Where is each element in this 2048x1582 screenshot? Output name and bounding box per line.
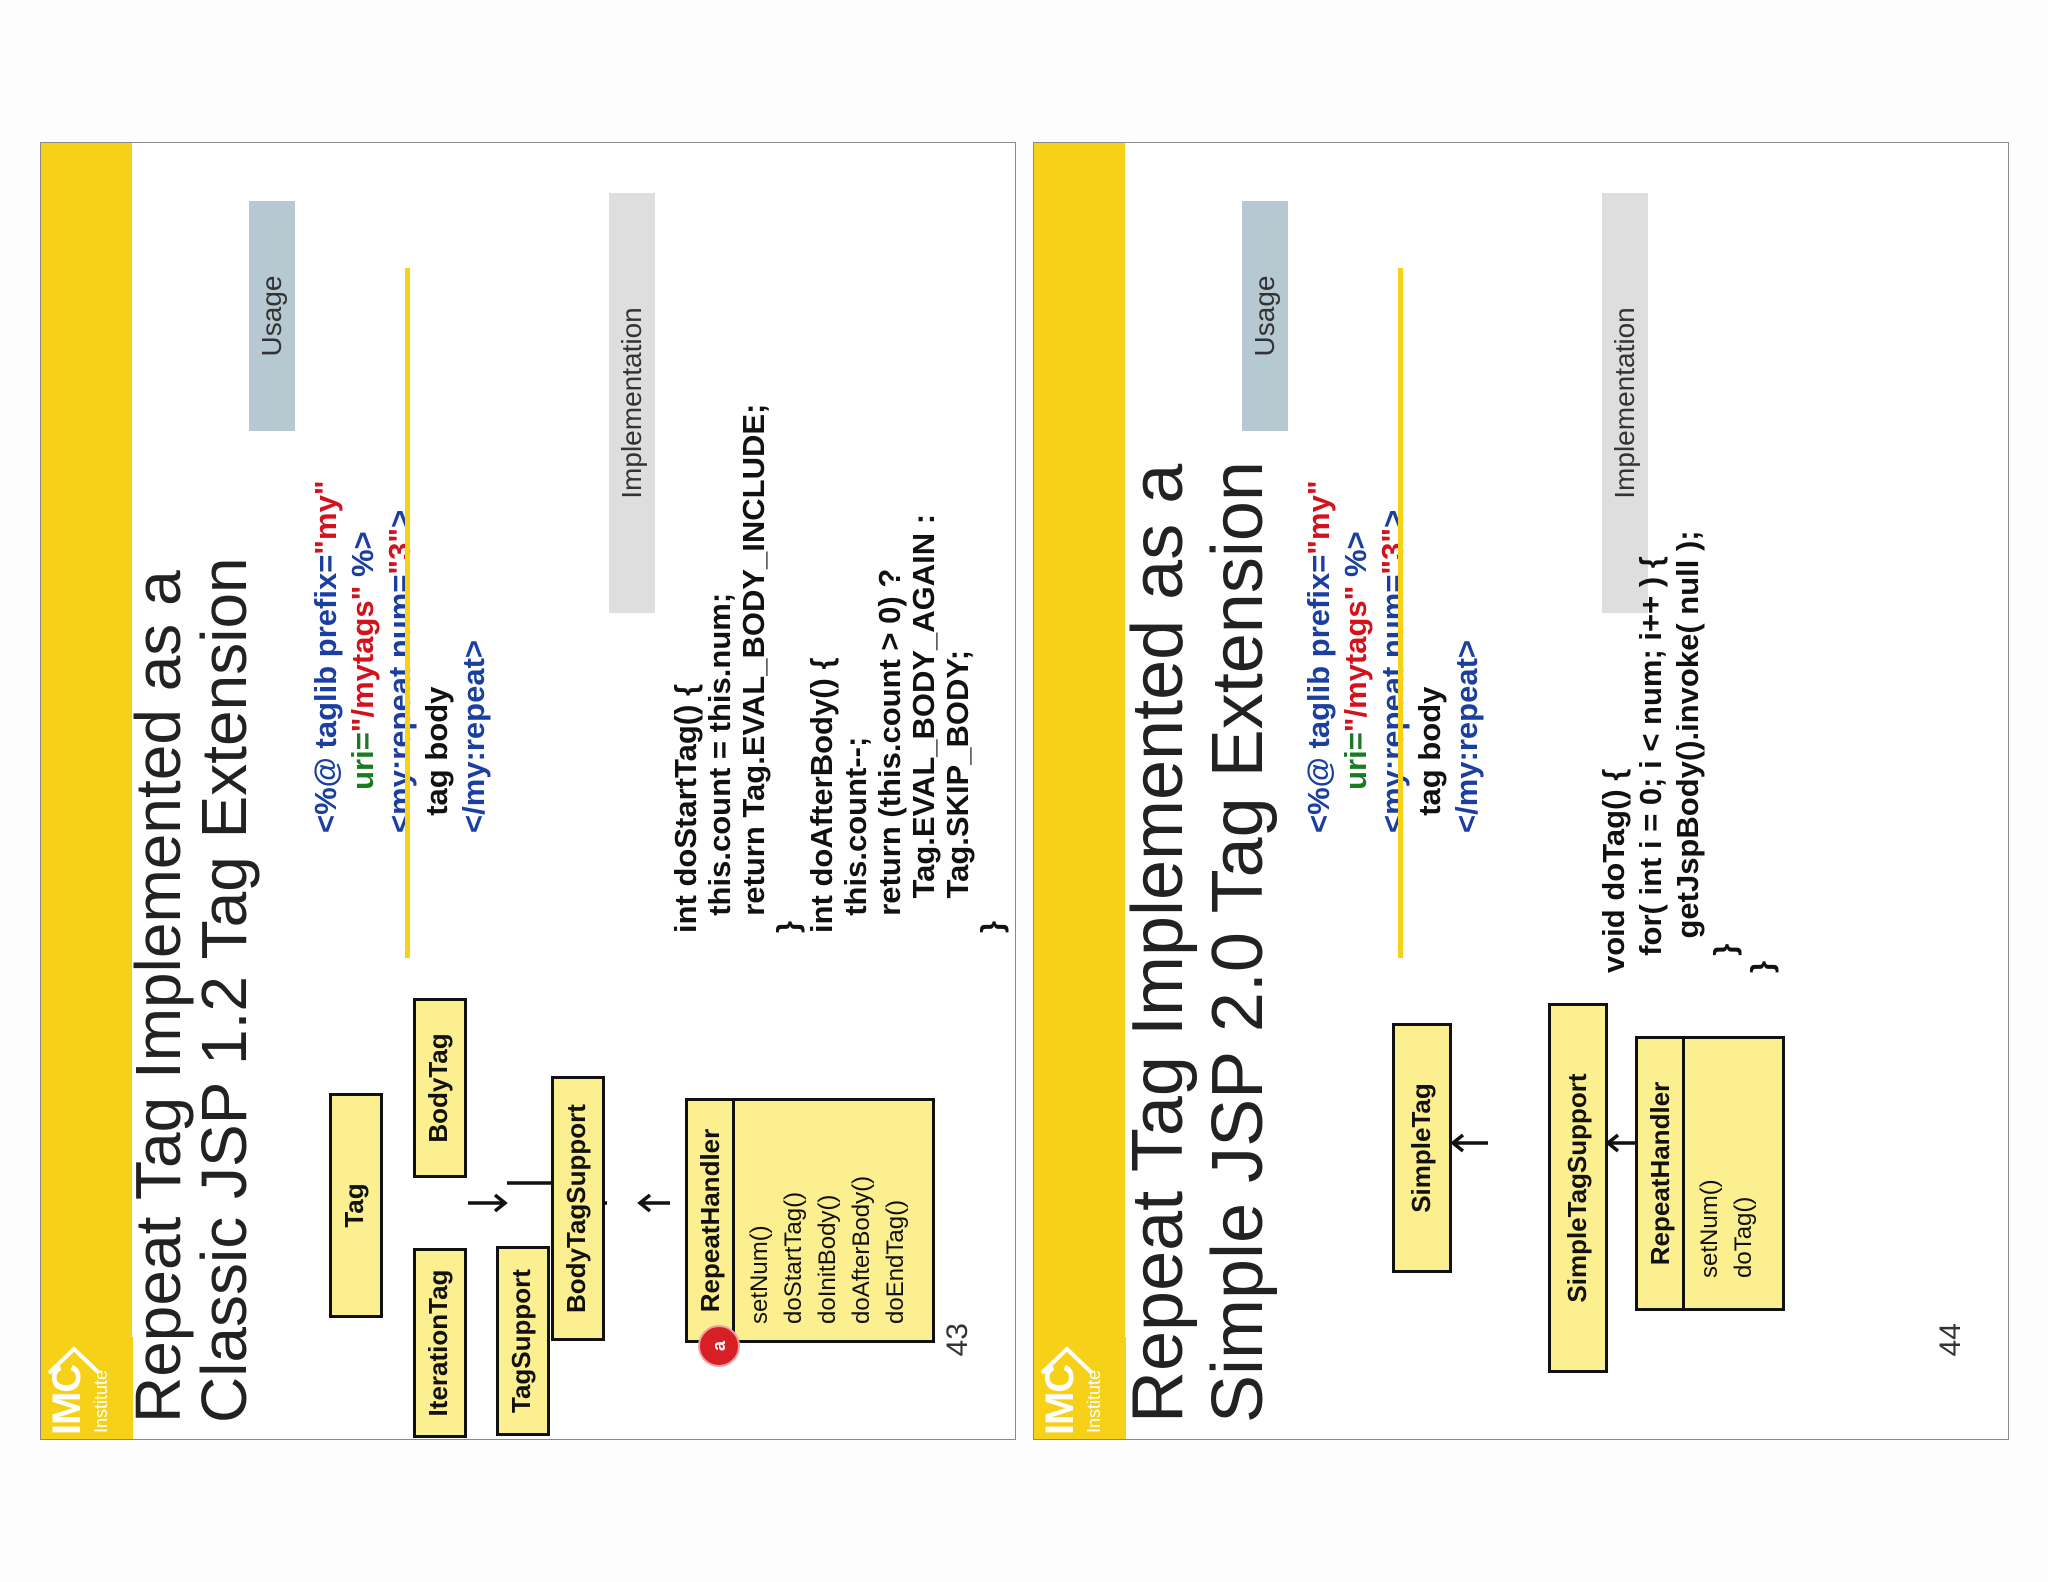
- repeathandler-box: RepeatHandler setNum() doTag(): [1635, 1036, 1785, 1311]
- tag-box-label: Tag: [339, 1183, 369, 1228]
- bodytag-box-label: BodyTag: [423, 1033, 453, 1143]
- annotation-badge: a: [698, 1325, 740, 1367]
- method-doafterbody: doAfterBody(): [848, 1175, 875, 1324]
- logo-chevron-icon: [47, 1346, 101, 1375]
- iterationtag-box: IterationTag: [413, 1248, 467, 1438]
- tagsupport-box-label: TagSupport: [506, 1269, 536, 1413]
- method-setnum: setNum(): [1696, 1179, 1723, 1278]
- repeathandler-box-label: RepeatHandler: [1645, 1081, 1675, 1266]
- bodytagsupport-box: BodyTagSupport: [551, 1076, 605, 1341]
- repeathandler-box-label: RepeatHandler: [695, 1128, 725, 1313]
- iterationtag-box-label: IterationTag: [423, 1269, 453, 1417]
- simpletag-box-label: SimpleTag: [1406, 1083, 1436, 1213]
- repeathandler-methods: setNum() doStartTag() doInitBody() doAft…: [732, 1101, 921, 1340]
- method-doinitbody: doInitBody(): [814, 1194, 841, 1324]
- simpletagsupport-box: SimpleTagSupport: [1548, 1003, 1608, 1373]
- page-number: 43: [941, 1323, 974, 1357]
- method-dotag: doTag(): [1730, 1196, 1757, 1278]
- imc-institute-logo: IMC Institute: [1034, 1337, 1126, 1439]
- slide-43: IMC Institute Repeat Tag Implemented as …: [40, 142, 1016, 1440]
- method-doendtag: doEndTag(): [882, 1199, 909, 1324]
- slide-44: IMC Institute Repeat Tag Implemented as …: [1033, 142, 2009, 1440]
- logo-chevron-icon: [1040, 1346, 1094, 1375]
- method-setnum: setNum(): [746, 1225, 773, 1324]
- imc-institute-logo: IMC Institute: [41, 1337, 133, 1439]
- tagsupport-box: TagSupport: [496, 1246, 550, 1436]
- inheritance-arrows: [1450, 1133, 1646, 1153]
- simpletag-box: SimpleTag: [1392, 1023, 1452, 1273]
- simpletagsupport-box-label: SimpleTagSupport: [1562, 1073, 1592, 1303]
- repeathandler-box: RepeatHandler setNum() doStartTag() doIn…: [685, 1098, 935, 1343]
- method-dostarttag: doStartTag(): [780, 1191, 807, 1324]
- repeathandler-methods: setNum() doTag(): [1682, 1039, 1769, 1308]
- tag-box: Tag: [329, 1093, 383, 1318]
- slide-43-content: IMC Institute Repeat Tag Implemented as …: [41, 143, 1015, 1439]
- bodytag-box: BodyTag: [413, 998, 467, 1178]
- page-number: 44: [1934, 1323, 1967, 1357]
- slide-44-content: IMC Institute Repeat Tag Implemented as …: [1034, 143, 2008, 1439]
- bodytagsupport-box-label: BodyTagSupport: [561, 1104, 591, 1313]
